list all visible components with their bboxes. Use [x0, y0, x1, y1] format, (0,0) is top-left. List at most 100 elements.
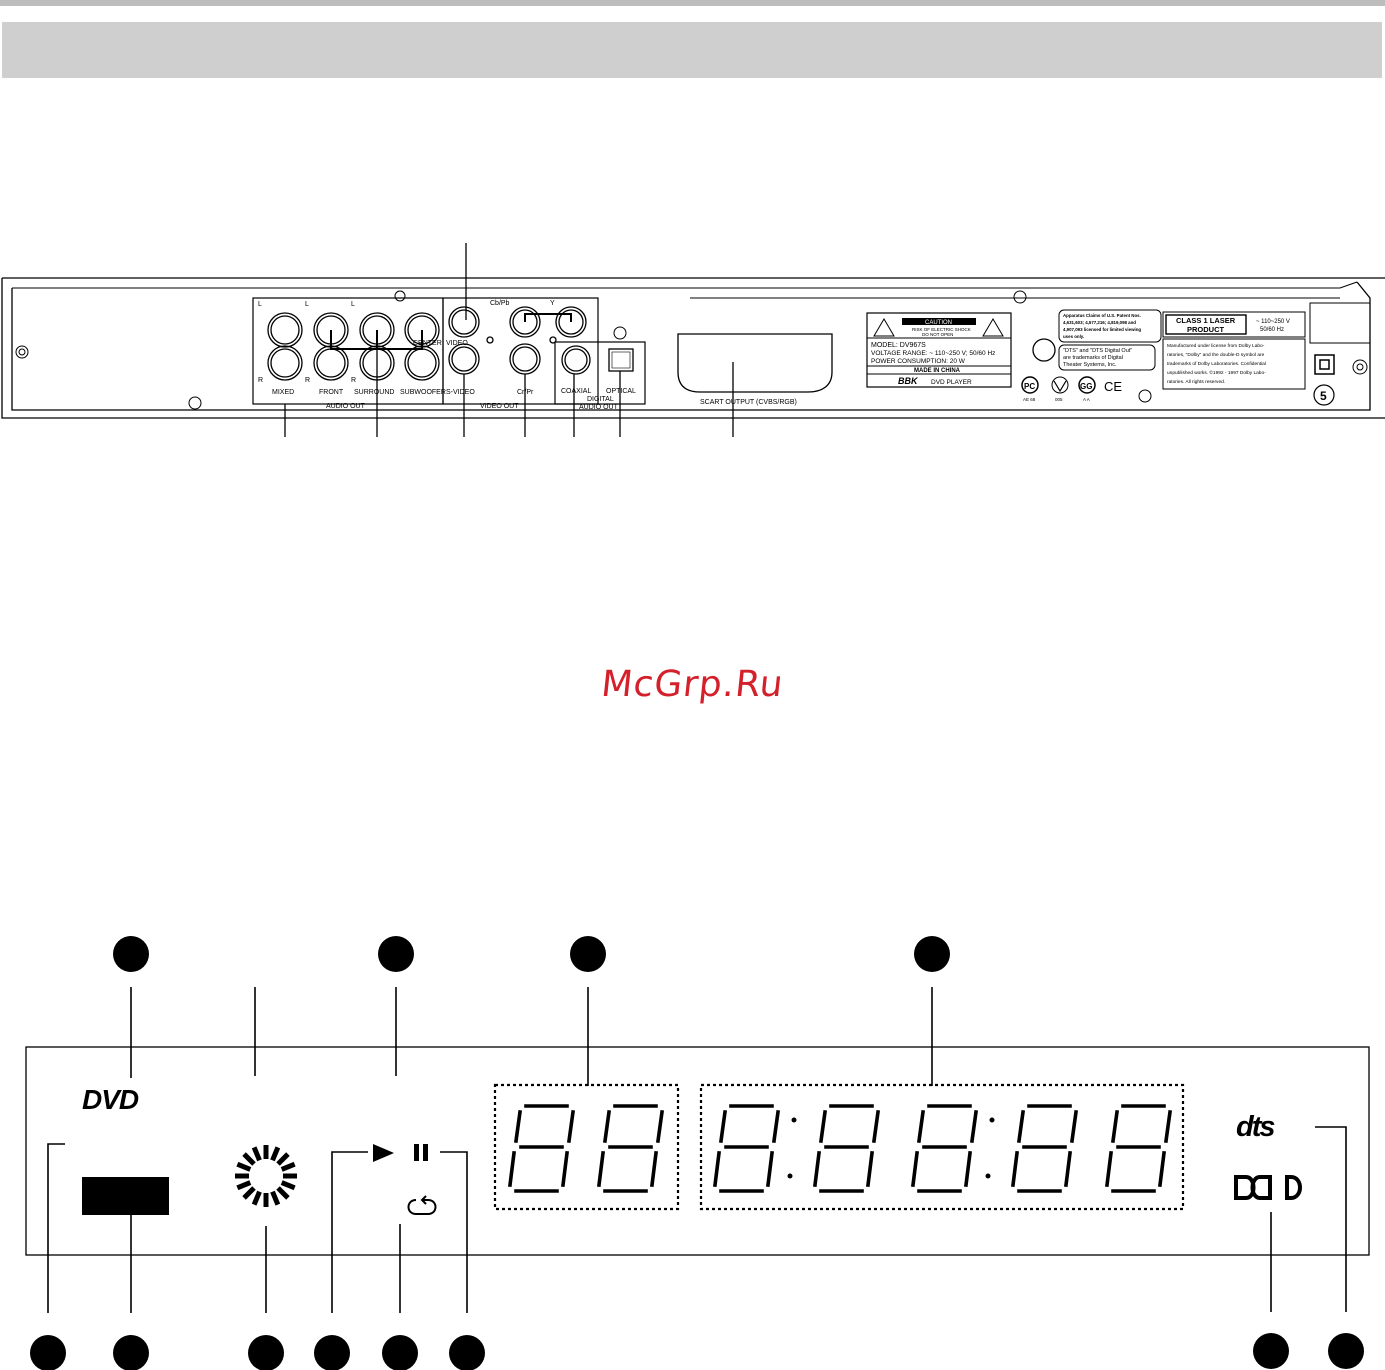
disc-ring-segment: [236, 1161, 252, 1172]
scart-label: SCART OUTPUT (CVBS/RGB): [700, 399, 797, 406]
chassis-inner-edge: [12, 281, 1358, 289]
patent-note-line: uses only.: [1063, 334, 1084, 339]
audio-right-marker: R: [258, 377, 263, 384]
laser-label-line: CLASS 1 LASER: [1176, 316, 1236, 325]
rear-panel-diagram: L L L R R R MIXED FRONT SURROUND SUBWOOF…: [1, 243, 1385, 437]
cert-code: A A: [1083, 397, 1090, 402]
digit-segment: [910, 1150, 920, 1188]
time-box: [699, 1083, 1185, 1211]
laser-label-line: PRODUCT: [1187, 325, 1225, 334]
disc-ring-segment: [270, 1146, 281, 1162]
patent-note-line: 4,907,093 licensed for limited viewing: [1063, 327, 1141, 332]
digit-segment: [765, 1150, 775, 1188]
dolby-note-line: trademarks of Dolby Laboratories. Confid…: [1167, 361, 1266, 367]
digit-segment: [1063, 1150, 1073, 1188]
play-icon: [373, 1144, 394, 1162]
disc-ring-segment: [251, 1190, 262, 1206]
double-insulation-icon-inner: [1319, 359, 1330, 370]
callout-markers: [30, 936, 1364, 1370]
dvd-logo: DVD: [82, 1084, 139, 1115]
center-label: CENTER: [413, 340, 442, 347]
component-bracket: [524, 313, 572, 322]
model-line: MODEL: DV967S: [871, 342, 926, 349]
coaxial-jack: [561, 345, 591, 375]
region-globe-icon: [1313, 384, 1335, 406]
video-out-label: VIDEO OUT: [480, 403, 519, 410]
digit-segment: [771, 1109, 781, 1144]
svg-text:PC: PC: [1024, 382, 1035, 391]
model-plate: CAUTION RISK OF ELECTRIC SHOCK DO NOT OP…: [866, 312, 1012, 388]
screw: [1352, 359, 1368, 375]
digit-segment: [1016, 1109, 1026, 1144]
digital-label: DIGITAL: [587, 396, 614, 403]
dts-note-line: are trademarks of Digital: [1063, 355, 1123, 361]
indicator-block: [82, 1177, 169, 1215]
seven-segment-digits: [507, 1104, 1173, 1193]
disc-ring-segment: [280, 1161, 296, 1172]
dolby-digital-icon: [1234, 1175, 1302, 1200]
coaxial-label: COAXIAL: [561, 388, 591, 395]
digit-segment: [566, 1109, 576, 1144]
cbpb-label: Cb/Pb: [490, 300, 510, 307]
caution-line2: DO NOT OPEN: [922, 332, 953, 337]
digit-segment: [507, 1150, 517, 1188]
audio-left-marker: L: [305, 301, 309, 308]
pause-icon: [414, 1144, 428, 1161]
repeat-icon: [407, 1195, 437, 1215]
chassis-outline: [1, 277, 1385, 419]
screw: [15, 345, 29, 359]
dts-logo: dts: [1236, 1111, 1275, 1143]
certification-marks: PC GG: [1021, 376, 1096, 394]
title-chapter-box: [493, 1083, 680, 1211]
audio-left-marker: L: [351, 301, 355, 308]
digit-segment: [812, 1150, 822, 1188]
disc-ring-segment: [236, 1180, 252, 1191]
voltage-line: VOLTAGE RANGE: ~ 110~250 V; 50/60 Hz: [871, 350, 995, 357]
digit-segment: [1104, 1150, 1114, 1188]
digit-segment: [818, 1109, 828, 1144]
laser-label: CLASS 1 LASER PRODUCT ~ 110~250 V 50/60 …: [1162, 311, 1306, 338]
leader-lines: [47, 987, 1347, 1313]
voltage-box-line: ~ 110~250 V: [1256, 319, 1290, 325]
ce-mark: CE: [1104, 379, 1122, 394]
digit-segment: [916, 1109, 926, 1144]
dolby-note-line: ratories. All rights reserved.: [1167, 379, 1225, 385]
patent-note: Apparatus Claims of U.S. Patent Nos. 4,6…: [1058, 309, 1162, 343]
time-colons: [787, 1117, 995, 1179]
video-out-frame: [442, 297, 599, 405]
disc-ring-segment: [242, 1186, 256, 1200]
screw: [1013, 290, 1027, 304]
cert-code: 005: [1055, 397, 1063, 402]
fan-cover: [1309, 302, 1371, 344]
digit-segment: [602, 1109, 612, 1144]
dts-note: "DTS" and "DTS Digital Out" are trademar…: [1058, 344, 1156, 371]
audio-right-marker: R: [305, 377, 310, 384]
watermark: McGrp.Ru: [599, 664, 786, 705]
patent-note-line: 4,631,603; 4,577,216; 4,819,098 and: [1063, 320, 1136, 325]
svideo-label: S-VIDEO: [446, 389, 475, 396]
caution-line1: RISK OF ELECTRIC SHOCK: [912, 327, 971, 332]
digit-segment: [596, 1150, 606, 1188]
disc-ring-segment: [270, 1190, 281, 1206]
digit-segment: [560, 1150, 570, 1188]
digit-segment: [649, 1150, 659, 1188]
top-strip: [0, 0, 1385, 6]
disc-rotation-icon: [235, 1145, 297, 1207]
optical-port: [608, 348, 634, 372]
header-bar: [2, 22, 1382, 78]
audio-right-marker: R: [351, 377, 356, 384]
power-line: POWER CONSUMPTION: 20 W: [871, 358, 966, 365]
digit-segment: [1069, 1109, 1079, 1144]
vent-hole: [613, 326, 627, 340]
power-inlet: [1032, 338, 1056, 362]
digit-segment: [1163, 1109, 1173, 1144]
optical-port-inner: [611, 351, 631, 369]
dolby-note-line: unpublished works. ©1992 - 1997 Dolby La…: [1167, 369, 1266, 376]
surround-label: SURROUND: [354, 389, 394, 396]
subwoofer-label: SUBWOOFER: [400, 389, 446, 396]
audio-out-label: AUDIO OUT: [326, 403, 366, 410]
voltage-box-line: 50/60 Hz: [1260, 327, 1284, 333]
screw: [18, 348, 26, 356]
digit-segment: [1157, 1150, 1167, 1188]
dts-note-line: "DTS" and "DTS Digital Out": [1063, 348, 1132, 354]
